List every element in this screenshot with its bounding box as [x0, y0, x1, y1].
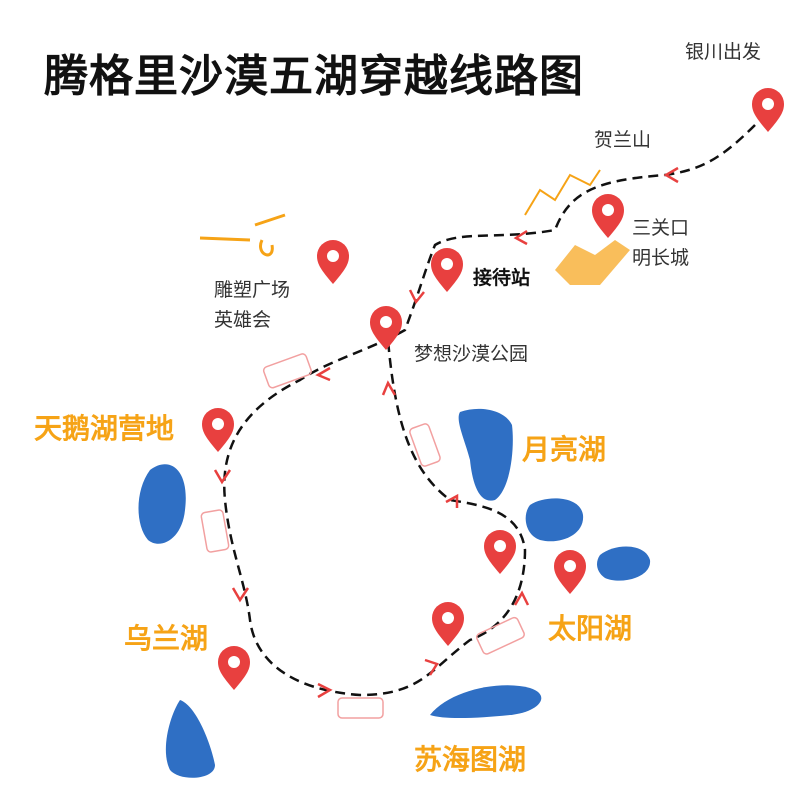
mountain-icon [524, 169, 601, 216]
lake-sun [597, 546, 651, 581]
label-sanguankou: 三关口 [632, 217, 690, 239]
lake-moon-small [525, 498, 584, 542]
label-moon-lake: 月亮湖 [522, 433, 607, 466]
lake-suhaitu [430, 685, 542, 719]
lake-swan [138, 464, 186, 544]
pin-sanguankou [592, 194, 624, 238]
pin-suhaitu-lake [432, 602, 464, 646]
pin-wulan-lake [218, 646, 250, 690]
route-path [223, 124, 756, 697]
label-heroes: 英雄会 [214, 309, 272, 331]
pin-swan-lake [202, 408, 234, 452]
map-title: 腾格里沙漠五湖穿越线路图 [44, 51, 584, 102]
car-icons [200, 353, 525, 719]
pin-yinchuan [752, 88, 784, 132]
label-wulan-lake: 乌兰湖 [124, 622, 209, 655]
pin-reception [431, 248, 463, 292]
pin-moon-lake [484, 530, 516, 574]
label-dream-park: 梦想沙漠公园 [414, 343, 529, 365]
pin-sculpture [317, 240, 349, 284]
label-helan: 贺兰山 [594, 129, 652, 151]
label-suhaitu-lake: 苏海图湖 [414, 743, 527, 776]
label-sun-lake: 太阳湖 [548, 612, 633, 645]
label-mingchangcheng: 明长城 [632, 247, 690, 269]
pin-sun-lake [554, 550, 586, 594]
label-start: 银川出发 [685, 41, 762, 63]
lake-moon [458, 408, 513, 501]
pin-dream-park [370, 306, 402, 350]
lake-wulan [165, 700, 215, 778]
route-arrows [213, 166, 679, 699]
great-wall-icon [555, 240, 630, 285]
label-reception: 接待站 [473, 267, 531, 289]
label-sculpture: 雕塑广场 [214, 279, 291, 301]
label-swan-lake: 天鹅湖营地 [34, 412, 175, 445]
sculpture-icon [199, 213, 286, 257]
